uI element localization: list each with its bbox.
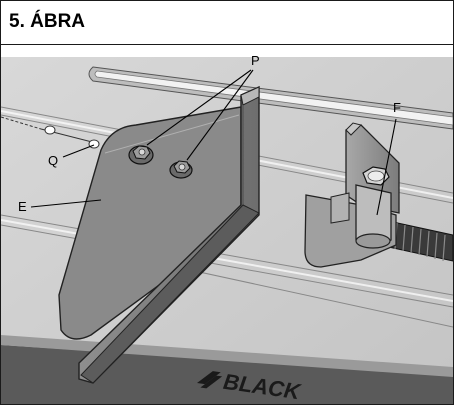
leader-lines <box>30 69 397 216</box>
figure-title: 5. ÁBRA <box>9 11 86 32</box>
fence-clamp <box>304 122 453 268</box>
bolt-1 <box>128 145 154 165</box>
callout-q-label: Q <box>48 153 58 168</box>
saw-illustration: BLACK P Q E F <box>1 45 453 404</box>
callout-p-label: P <box>251 53 260 68</box>
callout-e-label: E <box>18 199 27 214</box>
bolt-2 <box>169 160 193 179</box>
fence-plate <box>78 85 260 384</box>
callout-f-label: F <box>393 100 401 115</box>
table-slot <box>88 66 453 130</box>
figure-header: 5. ÁBRA <box>1 1 453 45</box>
mounting-hole-1 <box>44 125 56 135</box>
